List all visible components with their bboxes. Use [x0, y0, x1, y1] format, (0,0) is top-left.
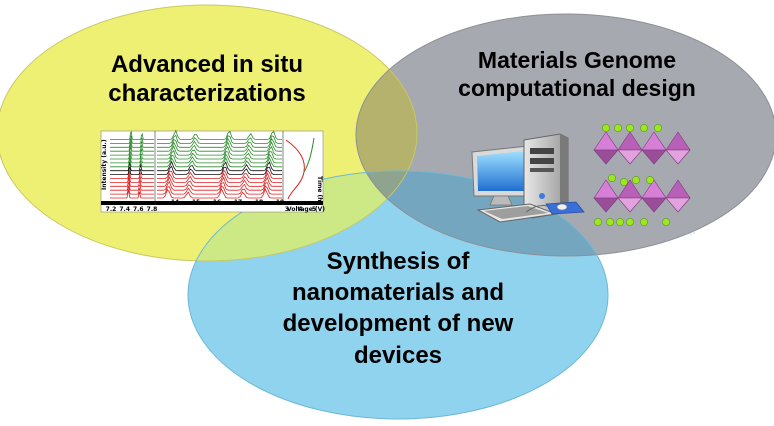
inset-trace	[110, 166, 154, 175]
crystal-atom	[620, 178, 628, 186]
crystal-octahedron-lower	[641, 149, 667, 165]
inset-trace	[157, 141, 282, 152]
crystal-octahedron-lower	[617, 197, 643, 213]
label-insitu: Advanced in situ characterizations	[92, 50, 322, 109]
overlap-insitu-synthesis	[188, 171, 417, 261]
inset-tick-label: 18	[255, 199, 263, 206]
crystal-structure-icon	[587, 121, 695, 235]
inset-trace	[110, 142, 154, 152]
crystal-atom	[608, 174, 616, 182]
label-synthesis-line-1: Synthesis of	[326, 248, 470, 275]
inset-trace	[110, 177, 154, 187]
crystal-atom	[654, 124, 662, 132]
label-synthesis-line-4: devices	[353, 341, 443, 369]
label-genome: Materials Genome computational design	[418, 46, 736, 102]
inset-trace	[110, 157, 154, 168]
inset-trace	[157, 187, 282, 199]
inset-trace	[110, 162, 154, 172]
inset-trace	[157, 172, 282, 183]
inset-trace	[157, 156, 282, 168]
inset-trace	[110, 151, 154, 160]
inset-trace	[110, 188, 154, 199]
inset-ylabel: Intensity (a.u.)	[101, 139, 108, 190]
label-synthesis: Synthesis of nanomaterials and developme…	[268, 246, 528, 371]
inset-trace	[110, 169, 154, 179]
crystal-atom	[614, 124, 622, 132]
inset-right-axis-label: Time (h)	[316, 176, 323, 205]
crystal-octahedron-lower	[617, 149, 643, 165]
crystal-atom	[640, 124, 648, 132]
inset-tick-label: 5	[312, 206, 316, 213]
inset-trace	[157, 145, 282, 156]
inset-trace	[110, 134, 154, 144]
label-genome-line-1: Materials Genome	[477, 47, 677, 73]
crystal-atom	[646, 176, 654, 184]
inset-tick-label: 7.2	[106, 206, 117, 213]
inset-tick-label: 19	[276, 199, 284, 206]
crystal-atom	[594, 218, 602, 226]
inset-tick-label: 15	[192, 199, 200, 206]
crystal-octahedron-lower	[665, 197, 691, 213]
inset-trace	[157, 150, 282, 160]
inset-trace	[157, 165, 282, 175]
crystal-atom	[626, 218, 634, 226]
overlap-genome-synthesis	[356, 171, 608, 256]
inset-trace	[157, 176, 282, 187]
crystal-atom	[626, 124, 634, 132]
label-synthesis-line-2: nanomaterials and	[291, 279, 505, 307]
crystal-atom	[632, 176, 640, 184]
inset-tick-label: 16	[213, 199, 221, 206]
inset-tick-label: 4	[298, 206, 302, 213]
inset-tick-label: 14	[171, 199, 179, 206]
crystal-atom	[606, 218, 614, 226]
inset-trace	[110, 131, 154, 140]
crystal-octahedron-lower	[593, 197, 619, 213]
crystal-octahedron-lower	[641, 197, 667, 213]
computer-icon	[471, 133, 585, 223]
inset-trace	[110, 154, 154, 164]
crystal-atom	[640, 218, 648, 226]
inset-trace	[157, 153, 282, 164]
label-genome-line-2: computational design	[458, 75, 696, 102]
inset-trace	[157, 169, 282, 179]
inset-tick-label: 7.6	[133, 206, 144, 213]
label-insitu-line-1: Advanced in situ	[110, 51, 304, 78]
inset-trace	[157, 134, 282, 144]
inset-trace	[110, 181, 154, 191]
label-synthesis-line-3: development of new	[282, 310, 514, 338]
inset-trace	[110, 185, 154, 195]
label-insitu-line-2: characterizations	[108, 80, 306, 108]
inset-trace	[110, 138, 154, 148]
inset-trace	[157, 185, 282, 195]
crystal-octahedron-lower	[593, 149, 619, 165]
crystal-atom	[616, 218, 624, 226]
inset-tick-label: 17	[234, 199, 242, 206]
inset-xlabel: Voltage (V)	[287, 206, 325, 213]
inset-tick-label: 3	[285, 206, 289, 213]
inset-tick-label: 7.4	[119, 206, 130, 213]
inset-traces	[110, 129, 315, 205]
crystal-octahedron-lower	[665, 149, 691, 165]
inset-voltage-curve-charge	[303, 137, 315, 173]
crystal-atom	[662, 218, 670, 226]
crystal-atom	[602, 124, 610, 132]
inset-trace	[157, 129, 282, 140]
inset-trace	[157, 137, 282, 148]
inset-trace	[110, 146, 154, 156]
inset-trace	[110, 173, 154, 183]
inset-trace	[157, 180, 282, 191]
inset-tick-label: 7.8	[147, 206, 158, 213]
inset-trace	[157, 160, 282, 172]
